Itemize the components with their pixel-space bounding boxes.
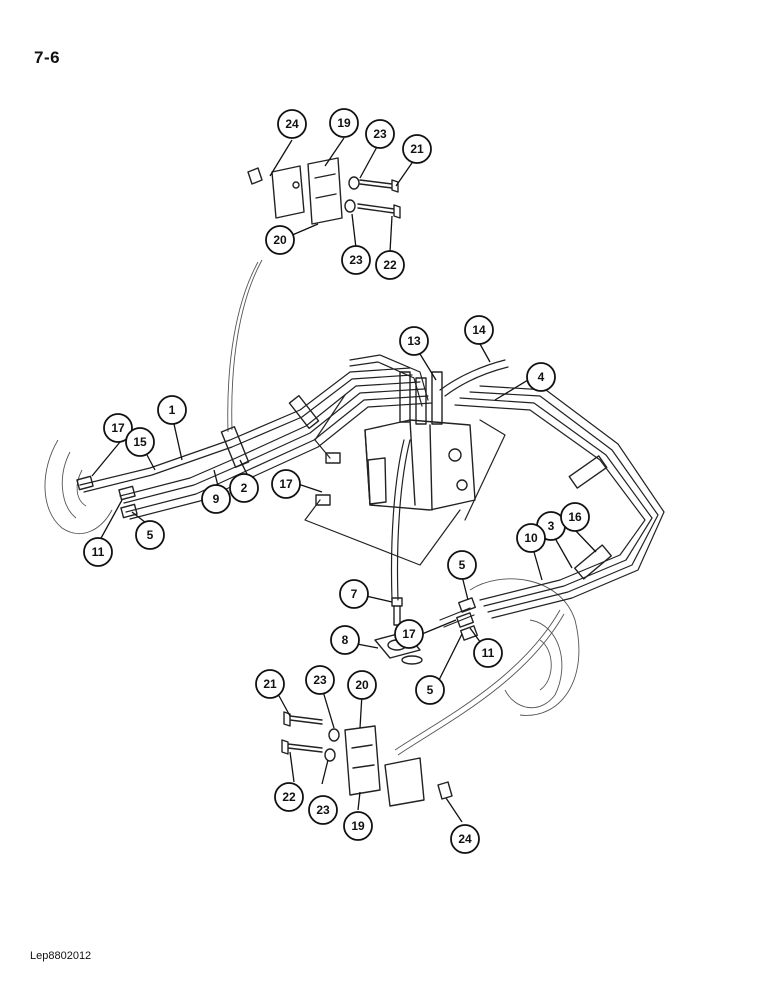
callout-11-left: 11 bbox=[83, 537, 113, 567]
svg-text:7: 7 bbox=[351, 587, 358, 601]
upper-clamp-assembly bbox=[247, 157, 401, 225]
left-wheel-outline bbox=[44, 439, 113, 535]
svg-text:20: 20 bbox=[355, 678, 369, 692]
callout-5-left: 5 bbox=[135, 520, 165, 550]
svg-text:23: 23 bbox=[373, 127, 387, 141]
page-number: 7-6 bbox=[34, 48, 61, 67]
bolt-7 bbox=[391, 597, 403, 626]
svg-text:24: 24 bbox=[285, 117, 299, 131]
fitting-17-center-lower bbox=[315, 494, 331, 506]
hose-14 bbox=[439, 359, 509, 397]
svg-text:20: 20 bbox=[273, 233, 287, 247]
pipe-clamp-right-upper bbox=[568, 455, 608, 489]
callout-17-center: 17 bbox=[271, 469, 301, 499]
fitting-5-right-upper bbox=[458, 597, 476, 613]
callout-13: 13 bbox=[399, 326, 429, 356]
callout-20-top: 20 bbox=[265, 225, 295, 255]
fitting-11-left bbox=[118, 485, 136, 501]
callout-11-right: 11 bbox=[473, 638, 503, 668]
callout-17-left: 17 bbox=[103, 413, 133, 443]
svg-text:4: 4 bbox=[538, 370, 545, 384]
callout-20-bottom: 20 bbox=[347, 670, 377, 700]
svg-text:22: 22 bbox=[282, 790, 296, 804]
svg-text:3: 3 bbox=[548, 519, 555, 533]
pipe-clamp-right-lower bbox=[574, 544, 612, 580]
svg-text:10: 10 bbox=[524, 531, 538, 545]
svg-text:5: 5 bbox=[427, 683, 434, 697]
svg-text:21: 21 bbox=[263, 677, 277, 691]
svg-text:22: 22 bbox=[383, 258, 397, 272]
svg-text:16: 16 bbox=[568, 510, 582, 524]
callout-23-top-lower: 23 bbox=[341, 245, 371, 275]
figure-code: Lep8802012 bbox=[30, 950, 92, 962]
svg-text:17: 17 bbox=[111, 421, 125, 435]
fitting-5-right-lower bbox=[460, 625, 478, 641]
svg-text:8: 8 bbox=[342, 633, 349, 647]
lower-clamp-assembly bbox=[281, 711, 453, 807]
svg-text:23: 23 bbox=[313, 673, 327, 687]
callout-7: 7 bbox=[339, 579, 369, 609]
svg-text:5: 5 bbox=[147, 528, 154, 542]
svg-text:5: 5 bbox=[459, 558, 466, 572]
callout-14: 14 bbox=[464, 315, 494, 345]
leader-lines bbox=[91, 137, 597, 823]
callout-4: 4 bbox=[526, 362, 556, 392]
callout-9: 9 bbox=[201, 484, 231, 514]
callout-22-bottom: 22 bbox=[274, 782, 304, 812]
callout-19-top: 19 bbox=[329, 108, 359, 138]
fitting-5-left bbox=[120, 503, 138, 519]
svg-text:2: 2 bbox=[241, 481, 248, 495]
svg-text:21: 21 bbox=[410, 142, 424, 156]
callout-19-bottom: 19 bbox=[343, 811, 373, 841]
callout-24-top: 24 bbox=[277, 109, 307, 139]
callout-10: 10 bbox=[516, 523, 546, 553]
callout-24-bottom: 24 bbox=[450, 824, 480, 854]
callout-21-top: 21 bbox=[402, 134, 432, 164]
callout-21-bottom: 21 bbox=[255, 669, 285, 699]
callout-8: 8 bbox=[330, 625, 360, 655]
svg-text:13: 13 bbox=[407, 334, 421, 348]
fitting-17-left bbox=[76, 475, 94, 491]
pipe-bundle-left bbox=[79, 354, 433, 520]
svg-text:11: 11 bbox=[92, 545, 105, 559]
svg-text:17: 17 bbox=[279, 477, 293, 491]
callout-23-bottom-lower: 23 bbox=[308, 795, 338, 825]
svg-text:23: 23 bbox=[349, 253, 363, 267]
callout-15: 15 bbox=[125, 427, 155, 457]
fitting-17-right bbox=[456, 612, 474, 628]
callout-17-right: 17 bbox=[394, 619, 424, 649]
callout-23-bottom-upper: 23 bbox=[305, 665, 335, 695]
svg-text:14: 14 bbox=[472, 323, 486, 337]
callout-1: 1 bbox=[157, 395, 187, 425]
callout-5-right-lower: 5 bbox=[415, 675, 445, 705]
svg-text:11: 11 bbox=[482, 646, 495, 660]
pipe-clamp-center bbox=[288, 394, 320, 430]
svg-text:19: 19 bbox=[351, 819, 365, 833]
svg-text:24: 24 bbox=[458, 832, 472, 846]
svg-text:19: 19 bbox=[337, 116, 351, 130]
svg-text:23: 23 bbox=[316, 803, 330, 817]
callout-2: 2 bbox=[229, 473, 259, 503]
svg-text:1: 1 bbox=[169, 403, 176, 417]
pipe-bundle-right bbox=[439, 385, 665, 628]
callout-23-top: 23 bbox=[365, 119, 395, 149]
hose-vertical bbox=[390, 439, 411, 601]
svg-text:9: 9 bbox=[213, 492, 220, 506]
callout-16: 16 bbox=[560, 502, 590, 532]
control-valve-block bbox=[364, 371, 476, 511]
callout-22-top: 22 bbox=[375, 250, 405, 280]
svg-text:17: 17 bbox=[402, 627, 416, 641]
pipe-clamp-left bbox=[220, 426, 250, 468]
fitting-17-center-upper bbox=[325, 452, 341, 464]
callout-5-right-upper: 5 bbox=[447, 550, 477, 580]
svg-text:15: 15 bbox=[133, 435, 147, 449]
